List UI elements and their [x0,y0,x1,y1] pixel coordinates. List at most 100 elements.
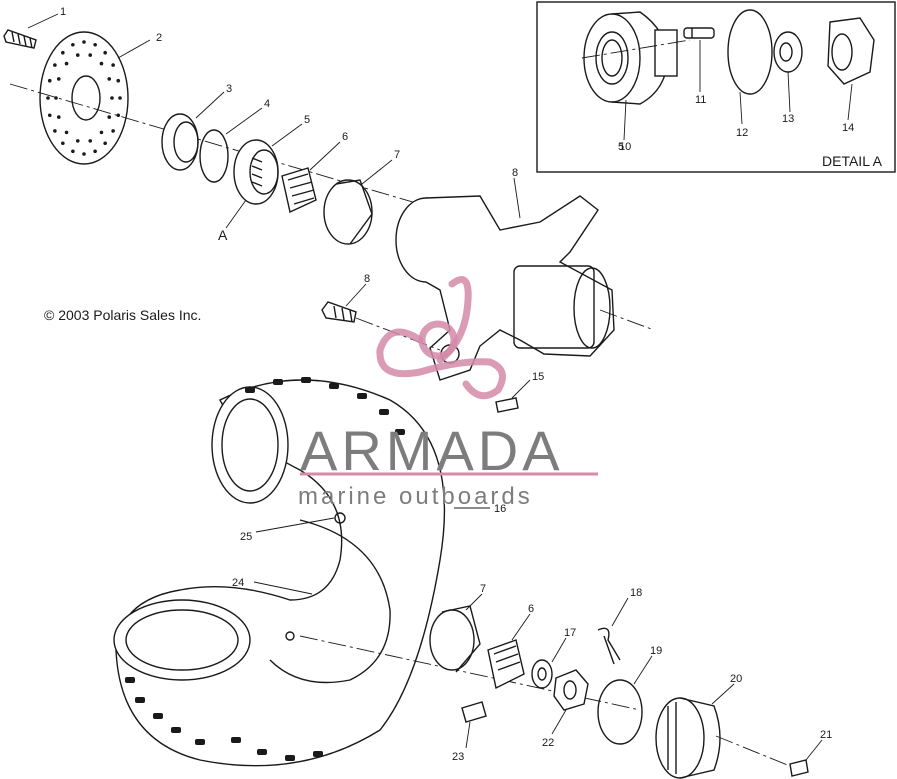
part-3-bearing-cup [161,113,199,171]
callout-6: 6 [342,131,348,143]
disc-hole [82,152,86,156]
part-10-bearing-hub [581,11,691,105]
part-6-cone-bearing [281,167,317,213]
callout-7-lower: 7 [480,583,486,595]
tread-block [231,737,241,743]
callout-3: 3 [226,83,232,95]
tread-block [313,751,323,757]
disc-hole [56,77,61,81]
watermark-brand: ARMADA [300,419,564,482]
callout-2: 2 [156,32,162,44]
callout-11: 11 [695,94,706,106]
armada-logo-icon [376,276,506,400]
disc-hole [82,40,86,44]
disc-hole [107,115,112,119]
callout-5: 5 [304,114,310,126]
disc-hole [53,129,57,133]
disc-hole [99,130,104,135]
part-14-nut [827,17,875,85]
callout-18: 18 [630,587,642,599]
callout-21: 21 [820,729,832,741]
callout-1: 1 [60,6,66,18]
detail-ref-a: A [218,227,228,243]
disc-hole [99,61,104,66]
tread-block [245,387,255,393]
disc-hole [116,78,121,83]
disc-hole [103,141,107,146]
part-22-castle-nut [553,669,589,711]
callout-17: 17 [564,627,576,639]
part-6-lower-cone-bearing [487,639,525,690]
callout-8-bolt: 8 [364,273,370,285]
part-20-hub-cap [655,697,721,779]
part-17-washer [531,659,553,689]
disc-hole [47,113,52,118]
callout-23: 23 [452,751,464,763]
disc-hole [88,53,93,57]
callout-25: 25 [240,531,252,543]
tread-block [273,379,283,385]
part-9-steering-knuckle [395,195,655,381]
disc-hole [111,63,115,67]
part-19-o-ring [597,679,643,745]
callout-10: 5 [618,141,624,153]
tread-block [125,677,135,683]
part-1-bolt [3,29,37,49]
disc-hole [64,130,69,135]
disc-hole [53,63,57,67]
part-11-pin [683,27,715,39]
tread-block [171,727,181,733]
part-4-seal [199,129,229,183]
part-2-brake-disc [39,31,129,165]
disc-hole [47,78,52,83]
part-18-cotter-pin [597,627,621,665]
disc-hole [103,50,107,55]
disc-hole [118,96,122,100]
disc-hole [61,141,65,146]
tread-block [257,749,267,755]
part-21-bolt [789,759,809,777]
callout-24: 24 [232,577,244,589]
callout-22: 22 [542,737,554,749]
disc-hole [71,42,75,47]
part-12-snap-ring [727,9,773,95]
disc-hole [71,149,75,154]
part-5-bearing [233,139,279,205]
disc-hole [56,115,61,119]
tread-block [395,429,405,435]
armada-watermark: ARMADA marine outboards [298,276,598,510]
part-tire-assembly [113,377,446,767]
part-23-stud [461,701,487,723]
part-7-lower-bearing-race [429,605,481,673]
tread-block [195,739,205,745]
copyright-text: © 2003 Polaris Sales Inc. [44,307,201,323]
tread-block [301,377,311,383]
tread-block [379,409,389,415]
callout-8-knuckle: 8 [512,167,518,179]
disc-hole [75,139,80,143]
part-13-washer [773,31,803,73]
tread-block [135,697,145,703]
callout-10-detail: 10 [619,141,631,153]
callout-label-detail: DETAIL A [822,153,883,169]
tread-block [357,393,367,399]
part-8-bolt [321,301,357,323]
callout-19: 19 [650,645,662,657]
callout-4: 4 [264,98,270,110]
disc-hole [107,77,112,81]
callout-13: 13 [782,113,794,125]
callout-15: 15 [532,371,544,383]
tread-block [285,755,295,761]
callout-20: 20 [730,673,742,685]
disc-hole [61,50,65,55]
detail-a-box: 5 DETAIL A [536,1,896,173]
disc-hole [116,113,121,118]
tread-block [153,713,163,719]
callout-7: 7 [394,149,400,161]
disc-hole [111,129,115,133]
disc-hole [110,96,114,100]
disc-hole [88,139,93,143]
callout-14: 14 [842,122,854,134]
disc-hole [93,42,97,47]
